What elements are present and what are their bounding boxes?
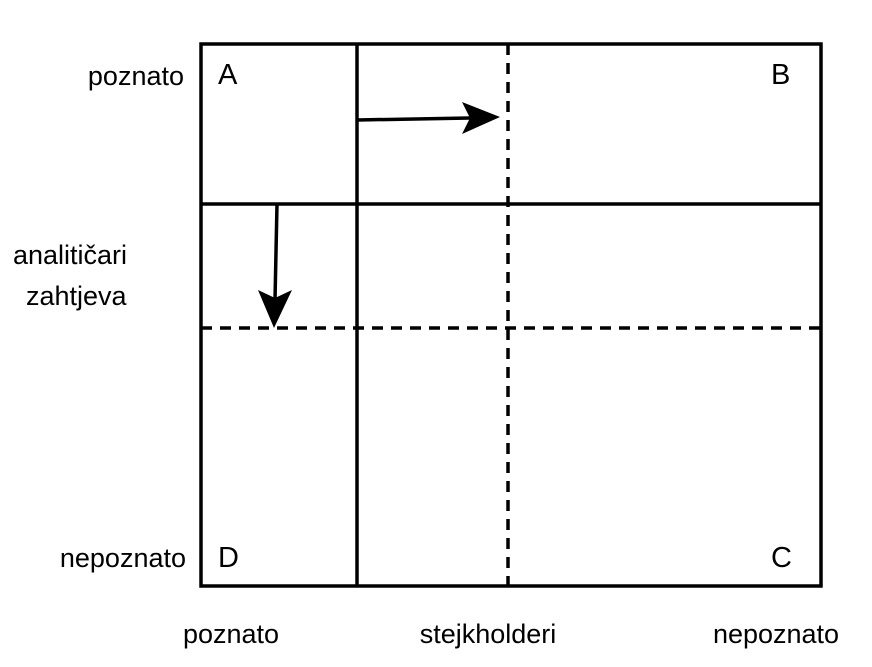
y-axis-label-line1: analitičari xyxy=(13,240,127,270)
y-axis-label-line2: zahtjeva xyxy=(26,281,128,311)
y-axis-top-label: poznato xyxy=(88,61,184,91)
x-axis-middle-label: stejkholderi xyxy=(420,619,557,649)
down-arrow xyxy=(258,203,292,328)
x-axis-right-label: nepoznato xyxy=(713,619,839,649)
corner-label-b: B xyxy=(771,59,790,91)
x-axis-left-label: poznato xyxy=(183,619,279,649)
corner-label-c: C xyxy=(771,542,792,574)
matrix-frame xyxy=(199,42,823,588)
right-arrow xyxy=(356,102,500,134)
corner-label-a: A xyxy=(218,59,238,91)
corner-label-d: D xyxy=(218,542,239,574)
y-axis-bottom-label: nepoznato xyxy=(60,543,186,573)
